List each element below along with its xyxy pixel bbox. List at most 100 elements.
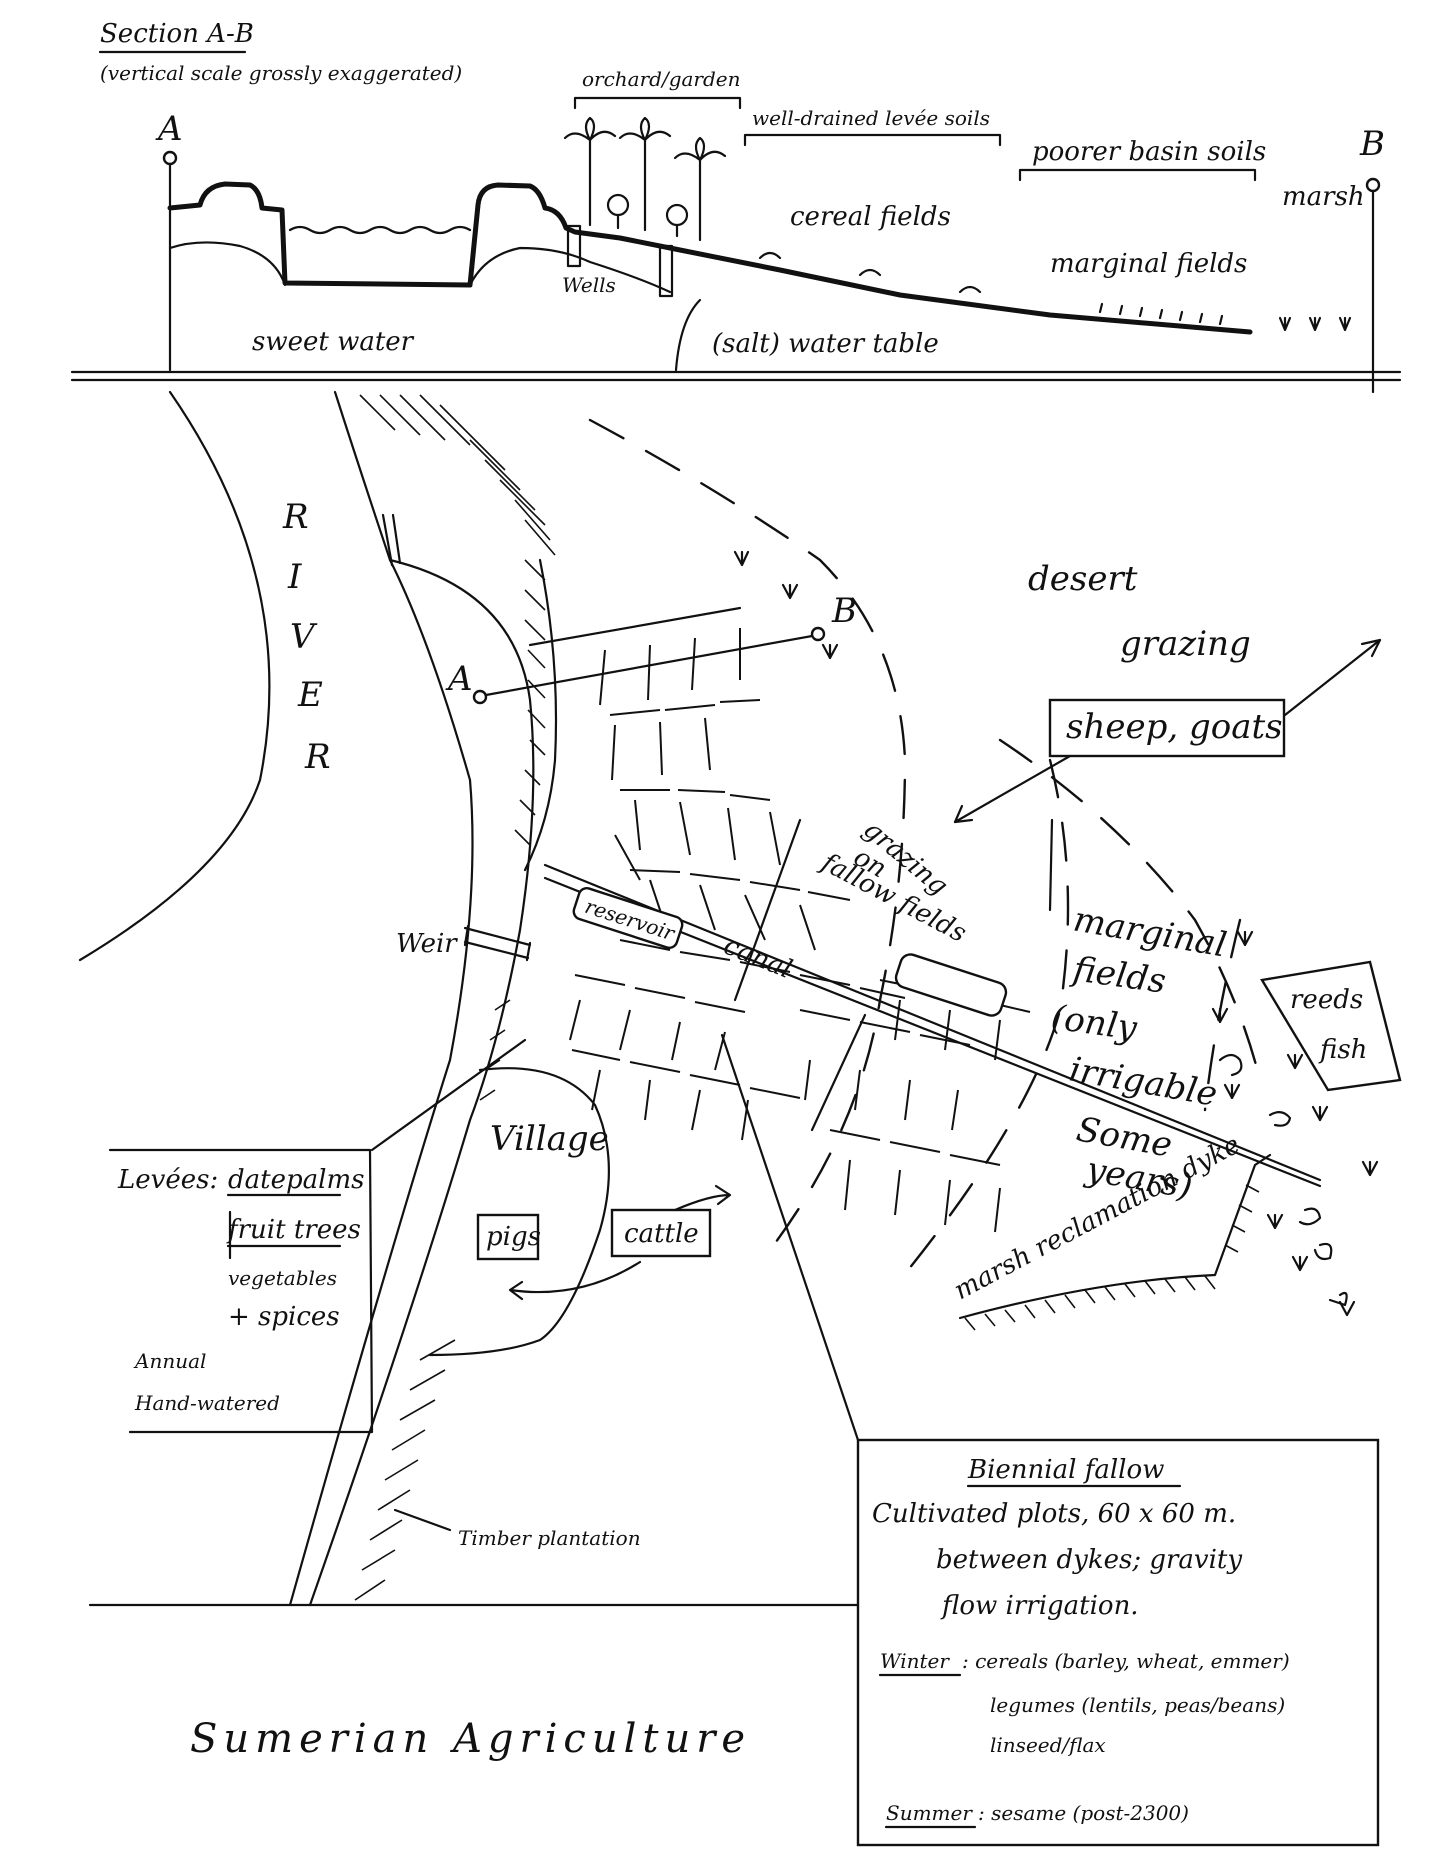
cross-dyke-upper: [733, 818, 802, 1002]
cattle-box: [610, 1208, 712, 1258]
marginal-fields-edge: [1048, 818, 1054, 912]
fallow-winter-line1: : cereals (barley, wheat, emmer): [962, 1649, 1290, 1673]
river-letter-e: E: [297, 675, 323, 715]
cattle-arrow-out: [673, 1184, 732, 1212]
plan-map: R I V E R A B: [78, 390, 1402, 1607]
levee-hatch-upper: [359, 394, 558, 872]
caption: Sumerian Agriculture: [190, 1716, 751, 1762]
river-letter-v: V: [290, 617, 318, 657]
wells-label: Wells: [562, 273, 616, 297]
levees-item-spices: + spices: [228, 1302, 340, 1332]
fallow-winter-line2: legumes (lentils, peas/beans): [990, 1693, 1285, 1717]
reeds-fish-line1: reeds: [1290, 985, 1363, 1015]
river-west-bank: [78, 390, 271, 962]
river-letter-r2: R: [304, 737, 331, 777]
desert-edge-outer: [998, 738, 1262, 1082]
levees-item-vegetables: vegetables: [228, 1266, 337, 1290]
basin-soils-bracket: [1018, 168, 1257, 182]
levee-soils-bracket: [743, 133, 1002, 147]
cereal-fields-label: cereal fields: [790, 202, 951, 232]
palm-trees: [563, 116, 727, 242]
section-b-marker: [1365, 177, 1381, 193]
map-point-a: A: [445, 659, 473, 699]
marsh-reeds-section: [1278, 316, 1352, 332]
levees-footer-hand-watered: Hand-watered: [134, 1391, 280, 1415]
fish-squiggles: [1218, 1053, 1348, 1307]
levees-note: Levées: datepalms fruit trees vegetables…: [108, 1148, 374, 1434]
sweet-water-label: sweet water: [252, 327, 415, 357]
levees-heading: Levées:: [117, 1165, 218, 1195]
marsh-reclamation-dyke: [958, 1153, 1272, 1320]
levee-inner-bank: [308, 558, 535, 1607]
fallow-heading: Biennial fallow: [967, 1455, 1164, 1485]
upper-field-dyke: [528, 606, 742, 647]
reeds-fish-box: [1260, 960, 1402, 1092]
weir-structure: [463, 924, 532, 962]
river-label: R I V E R: [282, 497, 331, 777]
grazing-arrowhead: [1360, 638, 1382, 658]
levees-item-fruit-trees: fruit trees: [226, 1215, 361, 1245]
only-irrigable-line2: irrigable: [1066, 1049, 1220, 1114]
orchard-label: orchard/garden: [582, 67, 741, 91]
fallow-winter-line3: linseed/flax: [990, 1733, 1106, 1757]
river-letter-i: I: [287, 557, 302, 597]
sheep-goats-box: [1048, 698, 1286, 758]
fallow-winter-label: Winter: [880, 1649, 950, 1673]
section-subtitle: (vertical scale grossly exaggerated): [100, 61, 462, 85]
pigs-box: [476, 1213, 540, 1261]
fallow-summer-label: Summer: [886, 1801, 973, 1825]
map-point-b: B: [831, 591, 857, 631]
sheep-goats-arrow-line: [953, 754, 1072, 824]
levees-leader: [370, 1038, 527, 1152]
village-label: Village: [490, 1119, 609, 1159]
only-irrigable-line1: (only: [1049, 997, 1140, 1049]
marsh-reeds-plan: [733, 550, 1379, 1317]
salt-water-boundary: [674, 298, 702, 372]
sheep-goats-label: sheep, goats: [1066, 707, 1283, 747]
levee-soils-label: well-drained levée soils: [752, 106, 990, 130]
section-marsh-label: marsh: [1282, 182, 1365, 212]
levee-surface-profile: [167, 181, 1253, 335]
fallow-leader: [720, 1033, 860, 1442]
section-a-marker: [162, 150, 178, 166]
section-point-b: B: [1359, 124, 1385, 164]
river-east-bank: [288, 390, 474, 1607]
field-stubble: [758, 251, 1224, 326]
marginal-fields-line2: fields: [1068, 949, 1169, 1002]
map-a-marker: [472, 689, 488, 705]
channel-water: [288, 225, 472, 235]
cattle-arrow-in: [508, 1260, 642, 1301]
village-outline: [428, 1067, 610, 1357]
fallow-line1: Cultivated plots, 60 x 60 m.: [872, 1499, 1236, 1529]
grazing-label: grazing: [1120, 624, 1251, 664]
section-point-a: A: [155, 109, 183, 149]
cross-dyke-lower: [810, 1013, 867, 1132]
water-table-label: (salt) water table: [712, 329, 939, 359]
sheep-goats-arrowhead: [953, 804, 974, 824]
field-plots-canal: [569, 974, 1031, 1233]
orchard-bracket: [573, 96, 742, 110]
map-b-marker: [810, 626, 826, 642]
cattle-label: cattle: [624, 1219, 699, 1249]
reeds-fish-line2: fish: [1318, 1035, 1367, 1065]
section-title: Section A-B: [100, 19, 254, 49]
grazing-arrow-line: [1283, 638, 1382, 717]
levees-note-bracket: [108, 1148, 374, 1434]
canal-intake-gate: [381, 513, 402, 567]
well-1: [566, 224, 582, 268]
weir-label: Weir: [396, 929, 458, 959]
desert-label: desert: [1028, 559, 1138, 599]
dyke-hatching: [964, 1184, 1260, 1331]
fallow-summer-line1: : sesame (post-2300): [978, 1801, 1189, 1825]
river-letter-r: R: [282, 497, 309, 537]
desert-edge-inner: [588, 418, 907, 1252]
fallow-note: Biennial fallow Cultivated plots, 60 x 6…: [856, 1438, 1380, 1847]
field-plots-upper: [599, 628, 906, 999]
fallow-note-box: [856, 1438, 1380, 1847]
fallow-line2: between dykes; gravity: [936, 1545, 1242, 1575]
levees-item-datepalms: datepalms: [228, 1165, 364, 1195]
basin-soils-label: poorer basin soils: [1032, 137, 1266, 167]
well-2: [658, 244, 674, 298]
section-marginal-fields-label: marginal fields: [1050, 249, 1247, 279]
